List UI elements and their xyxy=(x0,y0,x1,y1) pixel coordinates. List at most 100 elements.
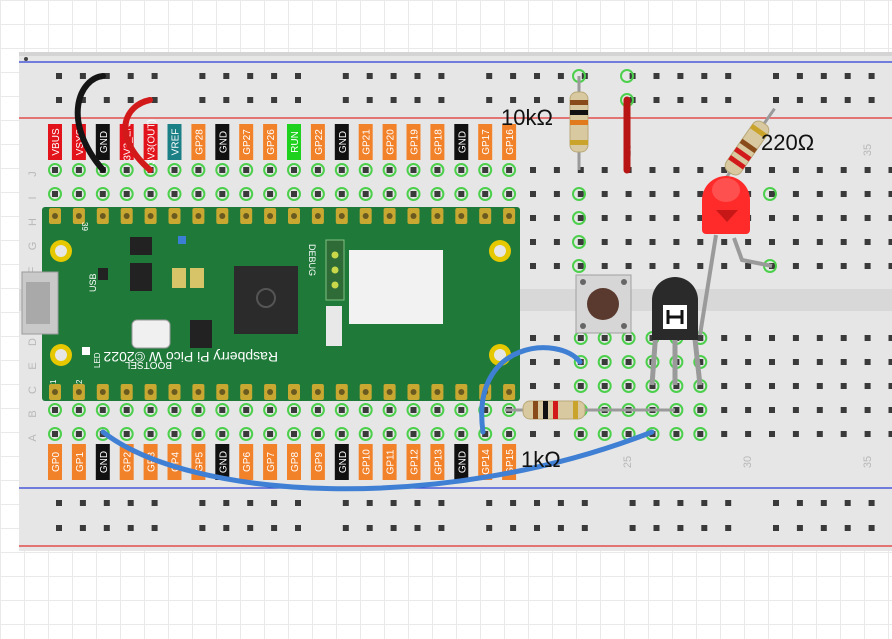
connected-hole-icon xyxy=(95,403,110,417)
rail-hole xyxy=(796,500,803,506)
connected-hole-icon xyxy=(358,187,373,201)
pin-label: GP17 xyxy=(481,129,492,155)
terminal-hole xyxy=(816,263,823,269)
pin-label-box xyxy=(310,444,325,480)
mount-hole-center xyxy=(55,245,67,257)
pin-label: GP9 xyxy=(314,452,325,472)
pin-label-box xyxy=(48,124,62,160)
bootsel-button[interactable] xyxy=(131,319,171,349)
rail-hole xyxy=(247,525,254,531)
terminal-hole xyxy=(171,191,178,197)
row-letter: I xyxy=(27,196,39,199)
terminal-hole xyxy=(864,191,871,197)
gp14-wire-blue[interactable] xyxy=(479,345,583,435)
connected-hole-icon xyxy=(406,403,421,417)
terminal-hole xyxy=(195,167,202,173)
pin-label-box xyxy=(334,124,349,160)
terminal-hole xyxy=(601,359,608,365)
terminal-hole xyxy=(601,263,608,269)
pin-label: GP20 xyxy=(386,129,397,155)
rail-hole xyxy=(438,73,445,79)
pin-label: GP21 xyxy=(362,129,373,155)
resistor-10k[interactable] xyxy=(569,76,589,170)
pin-label: GP11 xyxy=(386,449,397,474)
mount-hole-center xyxy=(55,349,67,361)
rail-hole xyxy=(151,73,158,79)
terminal-hole xyxy=(745,167,752,173)
terminal-hole xyxy=(769,335,775,341)
rail-hole xyxy=(677,500,684,506)
pin-pad-hole xyxy=(99,389,106,395)
terminal-hole xyxy=(769,431,775,437)
connected-hole-icon xyxy=(430,163,445,177)
pin-label: RUN xyxy=(290,131,301,153)
terminal-hole xyxy=(338,407,345,413)
connected-hole-icon xyxy=(191,163,206,177)
terminal-hole xyxy=(888,167,892,173)
connected-hole-icon xyxy=(143,163,158,177)
rail-hole xyxy=(390,500,397,506)
terminal-hole xyxy=(314,167,321,173)
pin-pad-hole xyxy=(314,389,321,395)
rail-hole xyxy=(271,525,278,531)
pin-label-box xyxy=(119,444,134,480)
pin2-label: 2 xyxy=(75,379,84,384)
pin39-label: 39 xyxy=(80,222,89,231)
resistor-220[interactable] xyxy=(713,104,782,192)
connected-hole-icon xyxy=(382,427,397,441)
gnd-wire-blue[interactable] xyxy=(100,429,655,492)
pin-label: GP6 xyxy=(242,452,253,472)
terminal-hole xyxy=(219,407,226,413)
pin-pad-hole xyxy=(362,213,369,219)
pin-label-box xyxy=(167,444,182,480)
terminal-hole xyxy=(243,167,250,173)
terminal-hole xyxy=(697,215,704,221)
connected-hole-icon xyxy=(48,187,62,201)
terminal-hole xyxy=(434,431,441,437)
terminal-hole xyxy=(243,191,250,197)
red-led[interactable] xyxy=(698,176,773,336)
terminal-hole xyxy=(52,407,58,413)
pin-pad-hole xyxy=(243,213,250,219)
resistor-10k-label: 10kΩ xyxy=(501,105,553,130)
pin-label: GP16 xyxy=(505,129,516,155)
connected-hole-icon xyxy=(572,211,586,225)
terminal-hole xyxy=(649,191,656,197)
connected-hole-icon xyxy=(287,403,301,417)
row-letter: H xyxy=(27,218,39,226)
terminal-hole xyxy=(792,263,799,269)
pin-label-box xyxy=(454,124,469,160)
connected-hole-icon xyxy=(167,187,182,201)
terminal-hole xyxy=(171,167,178,173)
terminal-hole xyxy=(267,191,274,197)
terminal-hole xyxy=(553,239,560,245)
connected-hole-icon xyxy=(478,403,493,417)
terminal-hole xyxy=(482,167,489,173)
terminal-hole xyxy=(888,239,892,245)
flash-chip xyxy=(130,263,152,291)
resistor-1k[interactable] xyxy=(505,400,675,420)
rail-hole xyxy=(844,97,851,103)
terminal-hole xyxy=(267,407,274,413)
terminal-hole xyxy=(458,167,465,173)
led-label: LED xyxy=(93,352,102,368)
rail-hole xyxy=(653,73,660,79)
terminal-hole xyxy=(625,263,632,269)
pin-pad-hole xyxy=(386,389,393,395)
npn-transistor[interactable] xyxy=(649,277,703,386)
push-button[interactable] xyxy=(575,274,632,334)
terminal-hole xyxy=(99,191,106,197)
pin-label: GP18 xyxy=(433,129,444,155)
rail-hole xyxy=(701,525,708,531)
pin-pad-hole xyxy=(291,389,297,395)
terminal-hole xyxy=(697,239,704,245)
pin-label: GP1 xyxy=(75,452,86,472)
pin-label-box xyxy=(334,444,349,480)
terminal-hole xyxy=(840,335,847,341)
gnd-wire-black[interactable] xyxy=(74,73,106,173)
terminal-hole xyxy=(601,191,608,197)
connected-hole-icon xyxy=(572,235,586,249)
terminal-hole xyxy=(577,263,584,269)
connected-hole-icon xyxy=(119,403,134,417)
power-wire-red[interactable] xyxy=(122,97,153,173)
